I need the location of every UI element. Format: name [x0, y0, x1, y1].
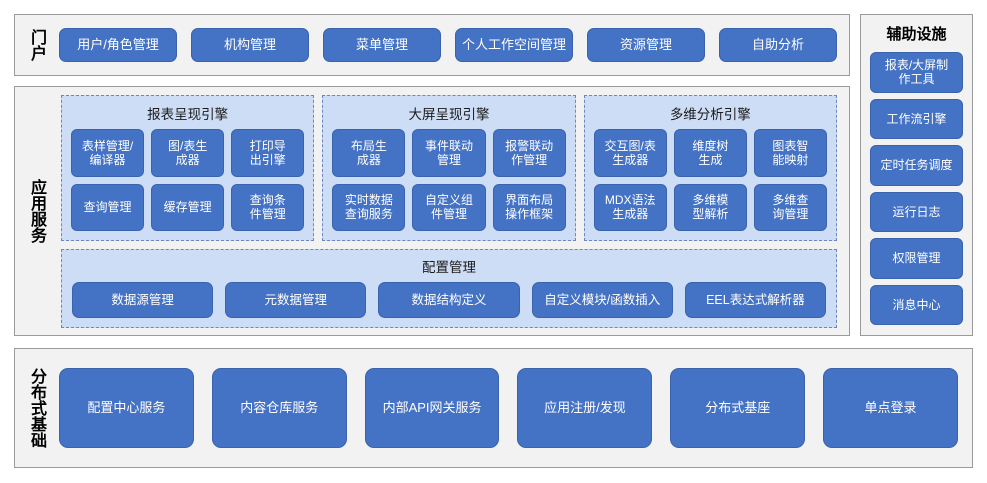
configuration-management-panel: 配置管理 数据源管理 元数据管理 数据结构定义 自定义模块/函数插入 EEL表达… [61, 249, 837, 328]
aux-item-report-bigscreen-authoring-tool[interactable]: 报表/大屏制 作工具 [870, 52, 963, 93]
config-item-eel-expression-parser[interactable]: EEL表达式解析器 [684, 282, 827, 318]
auxiliary-facilities-section: 辅助设施 报表/大屏制 作工具 工作流引擎 定时任务调度 运行日志 权限管理 消… [860, 14, 973, 336]
engine-report-rendering: 报表呈现引擎 表样管理/ 编译器 图/表生 成器 打印导 出引擎 查询管理 缓存… [61, 95, 315, 241]
application-services-section-body: 报表呈现引擎 表样管理/ 编译器 图/表生 成器 打印导 出引擎 查询管理 缓存… [57, 87, 849, 335]
engine-item-mdx-syntax-generator[interactable]: MDX语法 生成器 [593, 183, 667, 231]
engine-item-event-linkage-management[interactable]: 事件联动 管理 [412, 129, 486, 177]
engine-multidimensional-analysis-grid: 交互图/表 生成器 维度树 生成 图表智 能映射 MDX语法 生成器 多维模 型… [593, 129, 827, 231]
portal-section-body: 用户/角色管理 机构管理 菜单管理 个人工作空间管理 资源管理 自助分析 [57, 15, 849, 75]
portal-item-user-role-management[interactable]: 用户/角色管理 [59, 28, 177, 62]
aux-item-message-center[interactable]: 消息中心 [870, 284, 963, 325]
portal-item-self-service-analysis[interactable]: 自助分析 [719, 28, 837, 62]
base-item-distributed-foundation[interactable]: 分布式基座 [670, 368, 806, 448]
engine-item-realtime-data-query-service[interactable]: 实时数据 查询服务 [332, 183, 406, 231]
distributed-base-section: 分布式基础 配置中心服务 内容仓库服务 内部API网关服务 应用注册/发现 分布… [14, 348, 973, 468]
engine-multidimensional-analysis-title: 多维分析引擎 [669, 107, 751, 122]
base-item-single-sign-on[interactable]: 单点登录 [823, 368, 958, 448]
engine-item-query-management[interactable]: 查询管理 [71, 183, 145, 231]
engine-item-multidimensional-query-management[interactable]: 多维查 询管理 [753, 183, 827, 231]
aux-item-workflow-engine[interactable]: 工作流引擎 [870, 98, 963, 139]
portal-item-resource-management[interactable]: 资源管理 [587, 28, 705, 62]
config-item-datasource-management[interactable]: 数据源管理 [72, 282, 214, 318]
portal-item-personal-workspace-management[interactable]: 个人工作空间管理 [455, 28, 573, 62]
engine-large-screen-rendering: 大屏呈现引擎 布局生 成器 事件联动 管理 报警联动 作管理 实时数据 查询服务… [322, 95, 576, 241]
application-services-section-label: 应用服务 [27, 179, 45, 243]
engine-item-template-management-compiler[interactable]: 表样管理/ 编译器 [71, 129, 145, 177]
engine-item-layout-generator[interactable]: 布局生 成器 [332, 129, 406, 177]
engine-row: 报表呈现引擎 表样管理/ 编译器 图/表生 成器 打印导 出引擎 查询管理 缓存… [61, 95, 837, 241]
base-item-config-center-service[interactable]: 配置中心服务 [59, 368, 194, 448]
engine-report-rendering-title: 报表呈现引擎 [147, 107, 229, 122]
engine-item-interactive-chart-table-generator[interactable]: 交互图/表 生成器 [593, 129, 667, 177]
portal-section-label: 门户 [27, 29, 45, 61]
distributed-base-section-label: 分布式基础 [27, 368, 45, 448]
base-item-app-registration-discovery[interactable]: 应用注册/发现 [517, 368, 653, 448]
engine-item-chart-table-generator[interactable]: 图/表生 成器 [151, 129, 225, 177]
portal-item-org-management[interactable]: 机构管理 [191, 28, 309, 62]
engine-large-screen-rendering-title: 大屏呈现引擎 [408, 107, 490, 122]
configuration-management-title: 配置管理 [422, 260, 476, 275]
aux-item-permission-management[interactable]: 权限管理 [870, 238, 963, 279]
engine-item-custom-component-management[interactable]: 自定义组 件管理 [412, 183, 486, 231]
engine-item-ui-layout-operation-framework[interactable]: 界面布局 操作框架 [492, 183, 566, 231]
engine-item-dimension-tree-generation[interactable]: 维度树 生成 [673, 129, 747, 177]
base-item-content-repository-service[interactable]: 内容仓库服务 [211, 368, 347, 448]
config-item-metadata-management[interactable]: 元数据管理 [225, 282, 367, 318]
engine-item-query-condition-management[interactable]: 查询条 件管理 [231, 183, 305, 231]
engine-item-print-export-engine[interactable]: 打印导 出引擎 [231, 129, 305, 177]
base-item-internal-api-gateway-service[interactable]: 内部API网关服务 [364, 368, 500, 448]
engine-item-multidimensional-model-parsing[interactable]: 多维模 型解析 [673, 183, 747, 231]
engine-multidimensional-analysis: 多维分析引擎 交互图/表 生成器 维度树 生成 图表智 能映射 MDX语法 生成… [583, 95, 837, 241]
config-item-custom-module-function-insert[interactable]: 自定义模块/函数插入 [531, 282, 673, 318]
aux-item-runtime-log[interactable]: 运行日志 [870, 191, 963, 232]
auxiliary-facilities-list: 报表/大屏制 作工具 工作流引擎 定时任务调度 运行日志 权限管理 消息中心 [861, 50, 972, 335]
engine-item-cache-management[interactable]: 缓存管理 [151, 183, 225, 231]
engine-large-screen-rendering-grid: 布局生 成器 事件联动 管理 报警联动 作管理 实时数据 查询服务 自定义组 件… [332, 129, 566, 231]
application-services-section: 应用服务 报表呈现引擎 表样管理/ 编译器 图/表生 成器 打印导 出引擎 查询… [14, 86, 850, 336]
aux-item-scheduled-task-scheduler[interactable]: 定时任务调度 [870, 145, 963, 186]
portal-section: 门户 用户/角色管理 机构管理 菜单管理 个人工作空间管理 资源管理 自助分析 [14, 14, 850, 76]
engine-item-chart-smart-mapping[interactable]: 图表智 能映射 [753, 129, 827, 177]
engine-item-alarm-linkage-action-management[interactable]: 报警联动 作管理 [492, 129, 566, 177]
auxiliary-facilities-title: 辅助设施 [886, 26, 947, 43]
engine-report-rendering-grid: 表样管理/ 编译器 图/表生 成器 打印导 出引擎 查询管理 缓存管理 查询条 … [71, 129, 305, 231]
config-item-data-structure-definition[interactable]: 数据结构定义 [378, 282, 520, 318]
portal-item-menu-management[interactable]: 菜单管理 [323, 28, 441, 62]
distributed-base-section-body: 配置中心服务 内容仓库服务 内部API网关服务 应用注册/发现 分布式基座 单点… [57, 349, 972, 467]
configuration-management-row: 数据源管理 元数据管理 数据结构定义 自定义模块/函数插入 EEL表达式解析器 [72, 282, 827, 318]
